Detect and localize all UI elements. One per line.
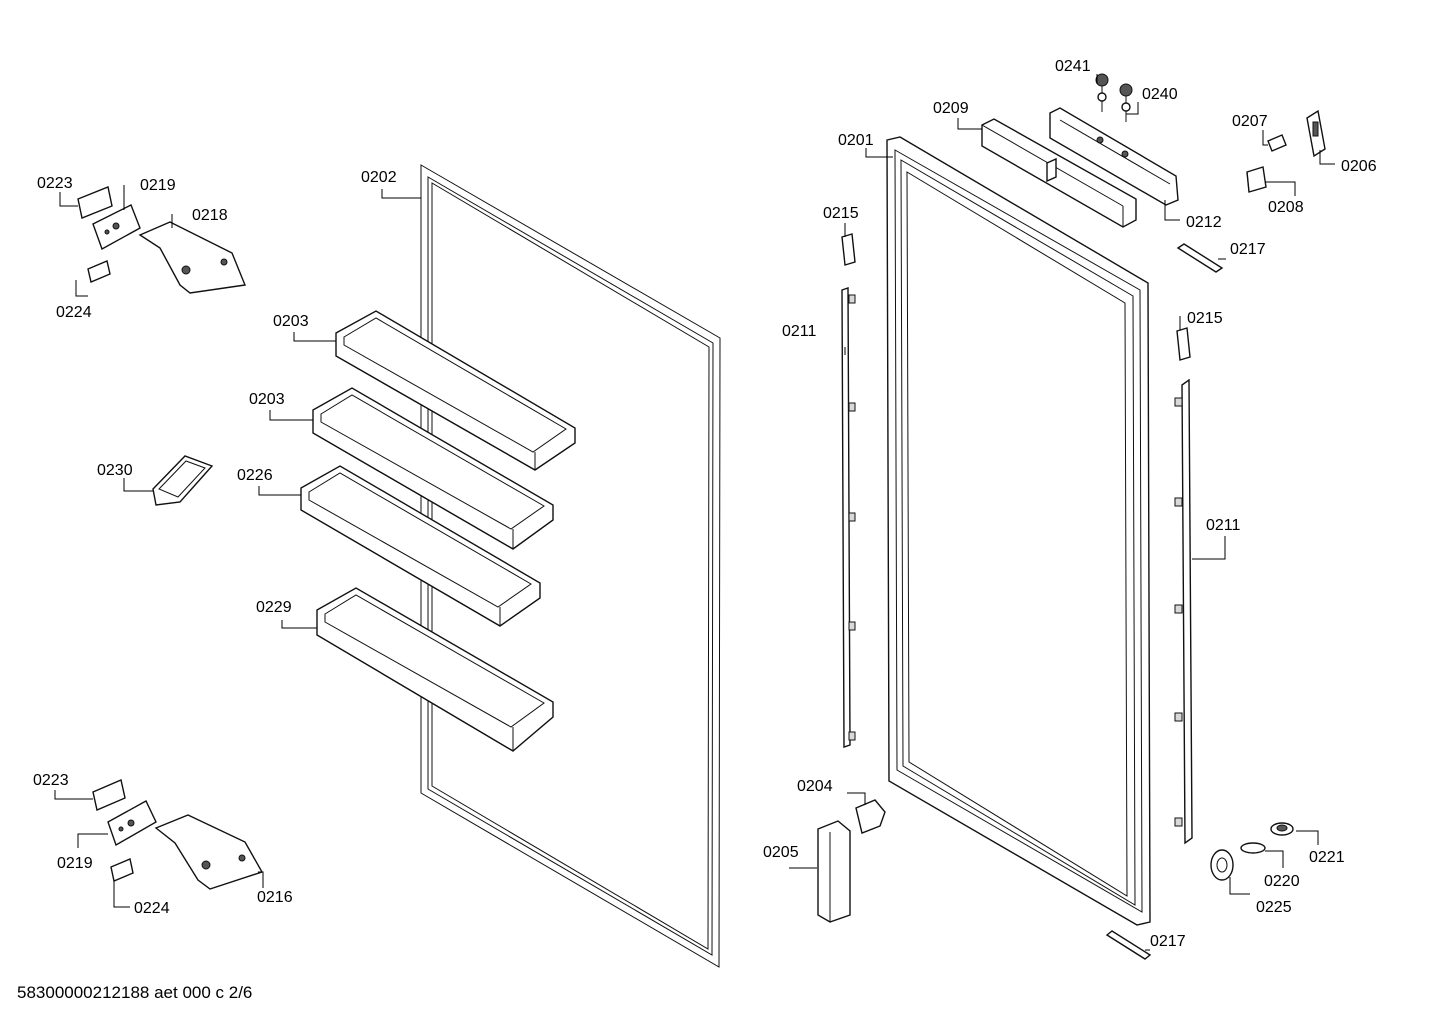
label-0203-middle: 0203 xyxy=(249,391,285,408)
door-panel-0201 xyxy=(886,136,1151,926)
door-strip-0211-left xyxy=(841,287,856,748)
label-0230: 0230 xyxy=(97,462,133,479)
label-0219-bottom: 0219 xyxy=(57,855,93,872)
top-rail-0209 xyxy=(981,118,1137,228)
label-0240: 0240 xyxy=(1142,86,1178,103)
label-0203-top: 0203 xyxy=(273,313,309,330)
label-0212: 0212 xyxy=(1186,214,1222,231)
label-0223-top: 0223 xyxy=(37,175,73,192)
handle-cap-0204 xyxy=(855,799,886,834)
door-shelf-0226 xyxy=(300,465,541,627)
bracket-0217-top xyxy=(1176,243,1224,273)
label-0207: 0207 xyxy=(1232,113,1268,130)
label-0219-top: 0219 xyxy=(140,177,176,194)
label-0216: 0216 xyxy=(257,889,293,906)
label-0209: 0209 xyxy=(933,100,969,117)
clip-0215-right xyxy=(1176,327,1191,361)
label-0218: 0218 xyxy=(192,207,228,224)
door-shelf-0229 xyxy=(316,587,554,752)
part-0208 xyxy=(1246,166,1267,193)
label-0223-bottom: 0223 xyxy=(33,772,69,789)
label-0225: 0225 xyxy=(1256,899,1292,916)
part-0207 xyxy=(1267,134,1287,152)
label-0201: 0201 xyxy=(838,132,874,149)
label-0220: 0220 xyxy=(1264,873,1300,890)
part-labels: 0241 0240 0209 0207 0201 0206 0212 0208 … xyxy=(33,58,1377,950)
label-0241: 0241 xyxy=(1055,58,1091,75)
bracket-0217-bottom xyxy=(1105,930,1152,960)
washer-0220 xyxy=(1240,842,1266,854)
part-0206 xyxy=(1306,109,1326,158)
label-0221: 0221 xyxy=(1309,849,1345,866)
label-0224-bottom: 0224 xyxy=(134,900,170,917)
label-0215-right: 0215 xyxy=(1187,310,1223,327)
label-0211-right: 0211 xyxy=(1206,517,1241,534)
hinge-assembly-top xyxy=(77,186,246,294)
label-0224-top: 0224 xyxy=(56,304,92,321)
door-shelf-0203-top xyxy=(335,310,576,471)
leader-lines xyxy=(54,74,1335,951)
door-shelf-0203-middle xyxy=(312,387,554,550)
label-0204: 0204 xyxy=(797,778,833,795)
door-strip-0211-right xyxy=(1174,378,1193,845)
label-0226: 0226 xyxy=(237,467,273,484)
hinge-assembly-bottom xyxy=(92,779,264,890)
label-0211-left: 0211 xyxy=(782,323,817,340)
washer-0221 xyxy=(1270,822,1294,836)
label-0217-bottom: 0217 xyxy=(1150,933,1186,950)
label-0202: 0202 xyxy=(361,169,397,186)
clip-0215-left xyxy=(841,233,856,266)
label-0229: 0229 xyxy=(256,599,292,616)
document-id: 58300000212188 aet 000 c 2/6 xyxy=(17,983,252,1002)
screws-0240-0241 xyxy=(1095,73,1133,122)
label-0208: 0208 xyxy=(1268,199,1304,216)
label-0217-top: 0217 xyxy=(1230,241,1266,258)
washer-0225 xyxy=(1210,849,1234,881)
label-0206: 0206 xyxy=(1341,158,1377,175)
label-0215-left: 0215 xyxy=(823,205,859,222)
frame-part-0230 xyxy=(152,455,214,506)
bracket-0212 xyxy=(1049,107,1179,206)
label-0205: 0205 xyxy=(763,844,799,861)
handle-0205 xyxy=(817,820,851,923)
